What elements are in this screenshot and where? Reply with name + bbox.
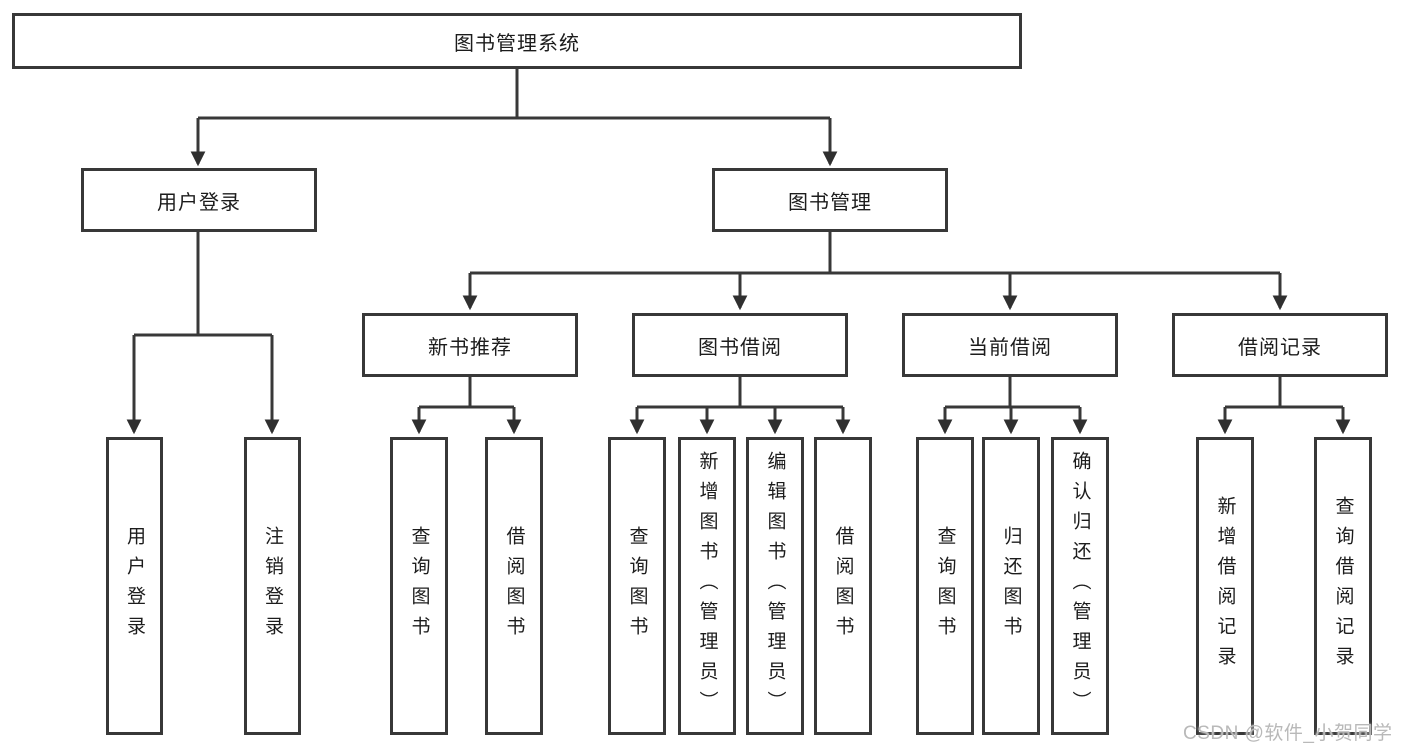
leaf-borrow-query-books: 查询图书 <box>608 437 666 735</box>
leaf-current-confirm-return-admin: 确认归还（管理员） <box>1051 437 1109 735</box>
leaf-borrow-edit-books-admin: 编辑图书（管理员） <box>746 437 804 735</box>
leaf-logout: 注销登录 <box>244 437 301 735</box>
node-book-borrowing: 图书借阅 <box>632 313 848 377</box>
node-user-login: 用户登录 <box>81 168 317 232</box>
node-borrowing-records: 借阅记录 <box>1172 313 1388 377</box>
leaf-borrow-borrow-books: 借阅图书 <box>814 437 872 735</box>
node-book-management: 图书管理 <box>712 168 948 232</box>
leaf-records-add-borrow-record: 新增借阅记录 <box>1196 437 1254 735</box>
leaf-borrow-add-books-admin: 新增图书（管理员） <box>678 437 736 735</box>
csdn-watermark: CSDN @软件_小贺同学 <box>1183 723 1393 744</box>
leaf-current-return-books: 归还图书 <box>982 437 1040 735</box>
node-new-book-recommendation: 新书推荐 <box>362 313 578 377</box>
node-current-borrowing: 当前借阅 <box>902 313 1118 377</box>
leaf-current-query-books: 查询图书 <box>916 437 974 735</box>
leaf-recommend-query-books: 查询图书 <box>390 437 448 735</box>
leaf-records-query-borrow-record: 查询借阅记录 <box>1314 437 1372 735</box>
leaf-user-login: 用户登录 <box>106 437 163 735</box>
leaf-recommend-borrow-books: 借阅图书 <box>485 437 543 735</box>
node-library-management-system: 图书管理系统 <box>12 13 1022 69</box>
